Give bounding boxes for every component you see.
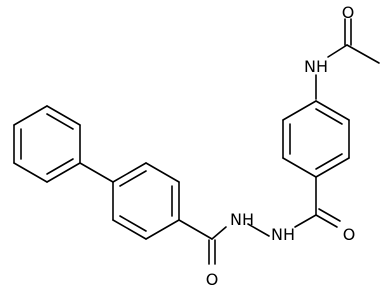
acetamide-group: [315, 18, 380, 100]
ring-inner-double-bond: [315, 108, 343, 125]
ring-bond: [112, 219, 147, 240]
left-phenyl-ring: [13, 105, 81, 183]
ring-bond: [315, 157, 350, 178]
atom-label-acetyl-oxygen: O: [342, 3, 355, 22]
ring-bond: [112, 162, 147, 183]
ring-bond: [46, 105, 81, 126]
ring-inner-double-bond: [46, 113, 74, 130]
bond-biaryl: [79, 162, 114, 183]
bond-carbonyl-nh: [327, 44, 348, 58]
bond-carbonyl-o-right-1: [315, 214, 338, 228]
bond-methyl-carbonyl: [346, 44, 380, 64]
ring-bond: [13, 162, 48, 183]
hydrazide-linker: [178, 176, 341, 265]
ring-bond: [145, 162, 180, 183]
atom-label-acetamide-nh: NH: [304, 57, 328, 76]
ring-bond: [13, 105, 48, 126]
middle-benzene-ring: [112, 162, 180, 240]
right-benzene-ring: [282, 100, 350, 178]
ring-bond: [315, 100, 350, 121]
ring-bond: [145, 219, 180, 240]
ring-inner-double-bond: [119, 215, 147, 232]
ring-bond: [282, 100, 317, 121]
ring-bond: [282, 157, 317, 178]
atom-label-hydrazide-nh-left: NH: [230, 210, 254, 229]
bond-carbonyl-nh-right: [294, 214, 317, 228]
ring-bond: [46, 162, 81, 183]
bond-carbonyl-o-right-2: [318, 208, 341, 222]
atom-label-hydrazide-oxygen-left: O: [206, 270, 219, 289]
bond-nh-nh: [247, 223, 270, 237]
ring-inner-double-bond: [315, 153, 343, 170]
atom-label-hydrazide-nh-right: NH: [271, 225, 295, 244]
bond-nh-carbonyl-left: [211, 226, 227, 240]
bond-carbonyl-ring-left: [178, 219, 213, 240]
ring-inner-double-bond: [119, 170, 147, 187]
atom-label-hydrazide-oxygen-right: O: [343, 225, 356, 244]
ring-inner-double-bond: [46, 158, 74, 175]
